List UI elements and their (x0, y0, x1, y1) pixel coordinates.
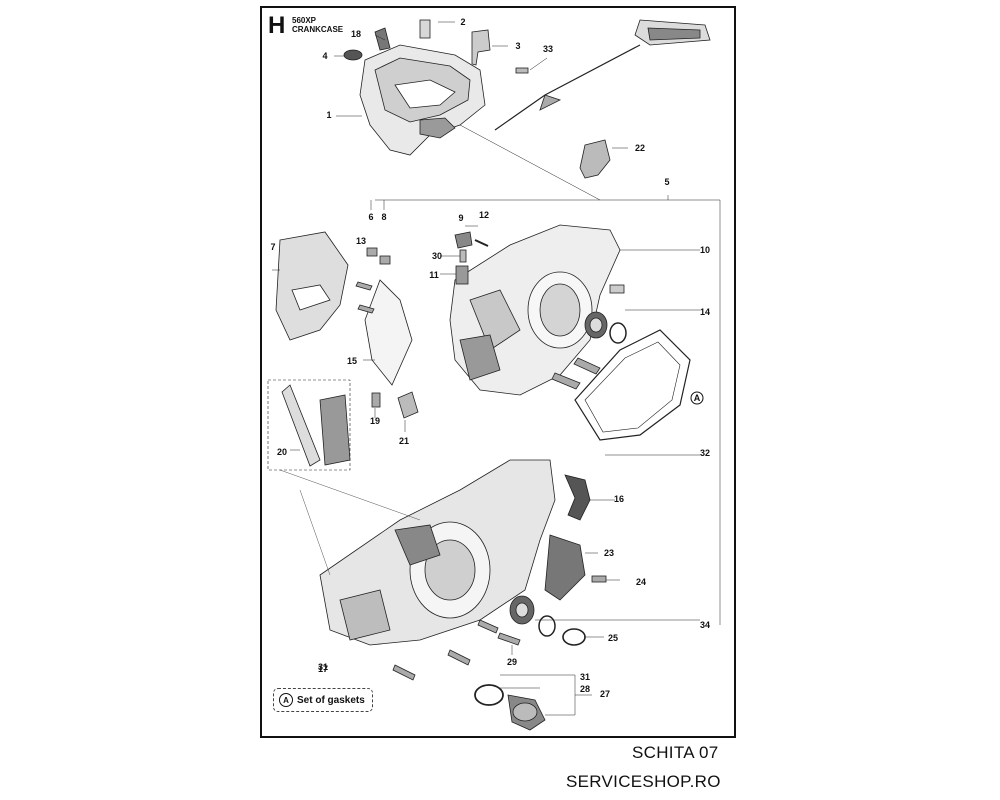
part-19 (364, 279, 413, 386)
marker-a-circle (690, 391, 704, 405)
part-33 (515, 67, 529, 74)
callout-10: 10 (700, 245, 710, 255)
callout-23: 23 (604, 548, 614, 558)
callout-11: 11 (429, 270, 439, 280)
callout-34: 34 (700, 620, 710, 630)
bolt-a (573, 357, 601, 375)
bolt-b (551, 372, 581, 390)
callout-3: 3 (515, 41, 520, 51)
part-7-screw (355, 281, 373, 291)
callout-12: 12 (479, 210, 489, 220)
part-13 (474, 239, 489, 247)
callout-4: 4 (322, 51, 327, 61)
gasket-a (574, 329, 691, 441)
callout-9: 9 (458, 213, 463, 223)
callout-15: 15 (347, 356, 357, 366)
callout-1: 1 (326, 110, 331, 120)
part-34 (562, 628, 586, 646)
callout-30: 30 (432, 251, 442, 261)
callout-27: 27 (600, 689, 610, 699)
part-24 (544, 534, 586, 601)
part-23 (564, 474, 591, 521)
section-title: CRANKCASE (292, 25, 344, 34)
callout-22: 22 (635, 143, 645, 153)
callout-7: 7 (270, 242, 275, 252)
inset-32 (267, 379, 351, 471)
part-25 (591, 575, 607, 583)
part-11 (459, 249, 467, 263)
legend-number: 31 (318, 662, 329, 672)
gasket-legend: A Set of gaskets (273, 688, 373, 712)
callout-8: 8 (381, 212, 386, 222)
part-10 (455, 265, 469, 285)
callout-25: 25 (608, 633, 618, 643)
model-label: 560XP (292, 16, 317, 25)
callout-29: 29 (507, 657, 517, 667)
part-15-seal (609, 322, 627, 344)
callout-19: 19 (370, 416, 380, 426)
part-2 (419, 19, 431, 39)
schema-code: SCHITA 07 (632, 743, 719, 762)
callout-21: 21 (399, 436, 409, 446)
callout-16: 16 (614, 494, 624, 504)
part-4 (343, 49, 363, 61)
callout-20: 20 (277, 447, 287, 457)
callout-31: 31 (580, 672, 590, 682)
part-21 (371, 392, 381, 408)
section-letter: H (268, 12, 286, 39)
callout-32: 32 (700, 448, 710, 458)
marker-a-text: A (694, 393, 701, 403)
part-22 (579, 139, 611, 179)
rod (494, 44, 641, 131)
part-17-screw (497, 632, 521, 646)
part-3 (471, 29, 491, 66)
callout-17: 17 (318, 664, 328, 674)
pin-14 (609, 284, 625, 294)
callout-5: 5 (664, 177, 669, 187)
callout-33: 33 (543, 44, 553, 54)
site-name: SERVICESHOP.RO (566, 772, 721, 791)
callout-18: 18 (351, 29, 361, 39)
part-20 (397, 391, 419, 419)
part-9 (379, 255, 391, 265)
legend-marker-icon: A (279, 693, 293, 707)
part-8 (366, 247, 378, 257)
callout-6: 6 (368, 212, 373, 222)
part-6-cover (275, 231, 349, 341)
part-12 (454, 231, 473, 249)
callout-2: 2 (460, 17, 465, 27)
callout-28: 28 (580, 684, 590, 694)
callout-14: 14 (700, 307, 710, 317)
part-seal-lower (538, 615, 556, 637)
legend-text: Set of gaskets (297, 694, 365, 706)
callout-13: 13 (356, 236, 366, 246)
callout-24: 24 (636, 577, 646, 587)
part-27-oring (474, 684, 504, 706)
